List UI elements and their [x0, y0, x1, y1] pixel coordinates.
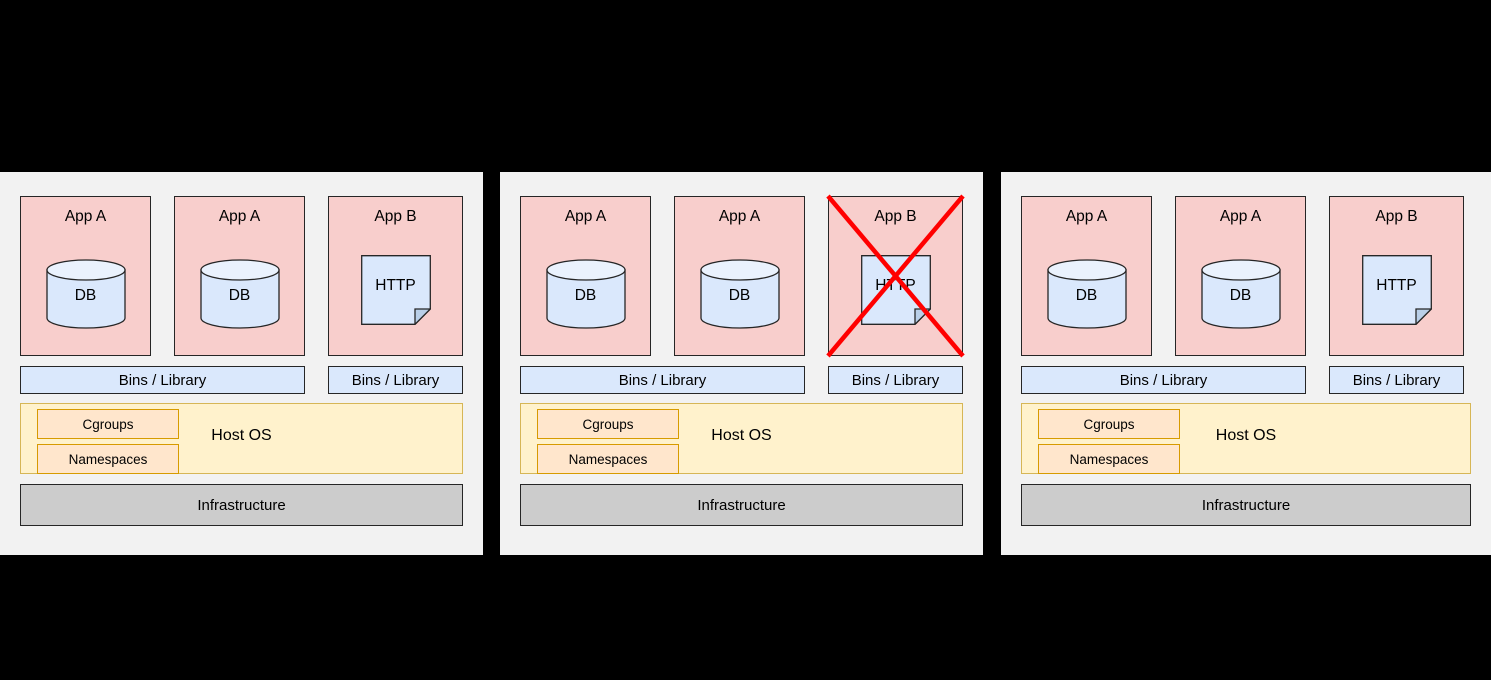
- app-box-app-a-1[interactable]: App A DB: [1021, 196, 1152, 356]
- bins-library-bar-narrow[interactable]: Bins / Library: [1329, 366, 1464, 394]
- bins-library-bar-wide[interactable]: Bins / Library: [520, 366, 805, 394]
- kernel-feature-namespaces[interactable]: Namespaces: [537, 444, 679, 474]
- stack-panel-3: App A DB App A DB: [1001, 172, 1491, 555]
- db-label: DB: [1229, 287, 1252, 304]
- bins-row: Bins / Library Bins / Library: [520, 366, 963, 394]
- host-os-label: Host OS: [711, 427, 772, 444]
- app-box-app-b-1[interactable]: App B HTTP: [1329, 196, 1464, 356]
- app-box-app-a-1[interactable]: App A DB: [520, 196, 651, 356]
- bins-library-bar-narrow[interactable]: Bins / Library: [828, 366, 963, 394]
- stack-panel-1: App A DB App A DB: [0, 172, 483, 555]
- host-os-label: Host OS: [1215, 427, 1277, 444]
- app-title: App A: [1065, 208, 1108, 225]
- db-label: DB: [574, 287, 597, 304]
- host-os-label: Host OS: [211, 427, 272, 444]
- bins-row: Bins / Library Bins / Library: [20, 366, 463, 394]
- db-cylinder-icon: DB: [545, 259, 626, 329]
- http-label: HTTP: [1376, 277, 1417, 294]
- http-label: HTTP: [875, 277, 916, 294]
- db-label: DB: [1075, 287, 1098, 304]
- db-cylinder-icon: DB: [199, 259, 280, 329]
- http-document-icon: HTTP: [1361, 255, 1432, 325]
- host-os-band[interactable]: Host OS Cgroups Namespaces: [20, 403, 463, 474]
- apps-row: App A DB App A DB: [20, 196, 463, 356]
- kernel-feature-namespaces[interactable]: Namespaces: [1038, 444, 1180, 474]
- db-cylinder-icon: DB: [45, 259, 126, 329]
- app-title: App A: [564, 208, 607, 225]
- app-title: App A: [718, 208, 761, 225]
- db-label: DB: [728, 287, 751, 304]
- stack-panel-2: App A DB App A DB: [500, 172, 983, 555]
- app-box-app-b-1[interactable]: App B HTTP: [828, 196, 963, 356]
- app-box-app-b-1[interactable]: App B HTTP: [328, 196, 463, 356]
- bins-library-bar-narrow[interactable]: Bins / Library: [328, 366, 463, 394]
- bins-library-bar-wide[interactable]: Bins / Library: [1021, 366, 1306, 394]
- infrastructure-band[interactable]: Infrastructure: [1021, 484, 1471, 526]
- db-cylinder-icon: DB: [699, 259, 780, 329]
- app-title: App A: [1219, 208, 1262, 225]
- app-box-app-a-2[interactable]: App A DB: [674, 196, 805, 356]
- kernel-feature-cgroups[interactable]: Cgroups: [37, 409, 179, 439]
- infrastructure-band[interactable]: Infrastructure: [20, 484, 463, 526]
- app-title: App A: [64, 208, 107, 225]
- bins-library-bar-wide[interactable]: Bins / Library: [20, 366, 305, 394]
- bins-row: Bins / Library Bins / Library: [1021, 366, 1471, 394]
- apps-row: App A DB App A DB: [1021, 196, 1471, 356]
- kernel-feature-namespaces[interactable]: Namespaces: [37, 444, 179, 474]
- app-box-app-a-2[interactable]: App A DB: [174, 196, 305, 356]
- db-label: DB: [74, 287, 97, 304]
- apps-row: App A DB App A DB: [520, 194, 965, 358]
- host-os-band[interactable]: Host OS Cgroups Namespaces: [1021, 403, 1471, 474]
- infrastructure-band[interactable]: Infrastructure: [520, 484, 963, 526]
- app-title: App B: [874, 208, 917, 225]
- http-document-icon: HTTP: [360, 255, 431, 325]
- db-cylinder-icon: DB: [1200, 259, 1281, 329]
- kernel-feature-cgroups[interactable]: Cgroups: [537, 409, 679, 439]
- app-box-app-a-2[interactable]: App A DB: [1175, 196, 1306, 356]
- app-title: App A: [218, 208, 261, 225]
- kernel-feature-cgroups[interactable]: Cgroups: [1038, 409, 1180, 439]
- app-box-app-a-1[interactable]: App A DB: [20, 196, 151, 356]
- db-label: DB: [228, 287, 251, 304]
- app-title: App B: [1375, 208, 1418, 225]
- app-title: App B: [374, 208, 417, 225]
- http-label: HTTP: [375, 277, 416, 294]
- http-document-icon: HTTP: [860, 255, 931, 325]
- host-os-band[interactable]: Host OS Cgroups Namespaces: [520, 403, 963, 474]
- db-cylinder-icon: DB: [1046, 259, 1127, 329]
